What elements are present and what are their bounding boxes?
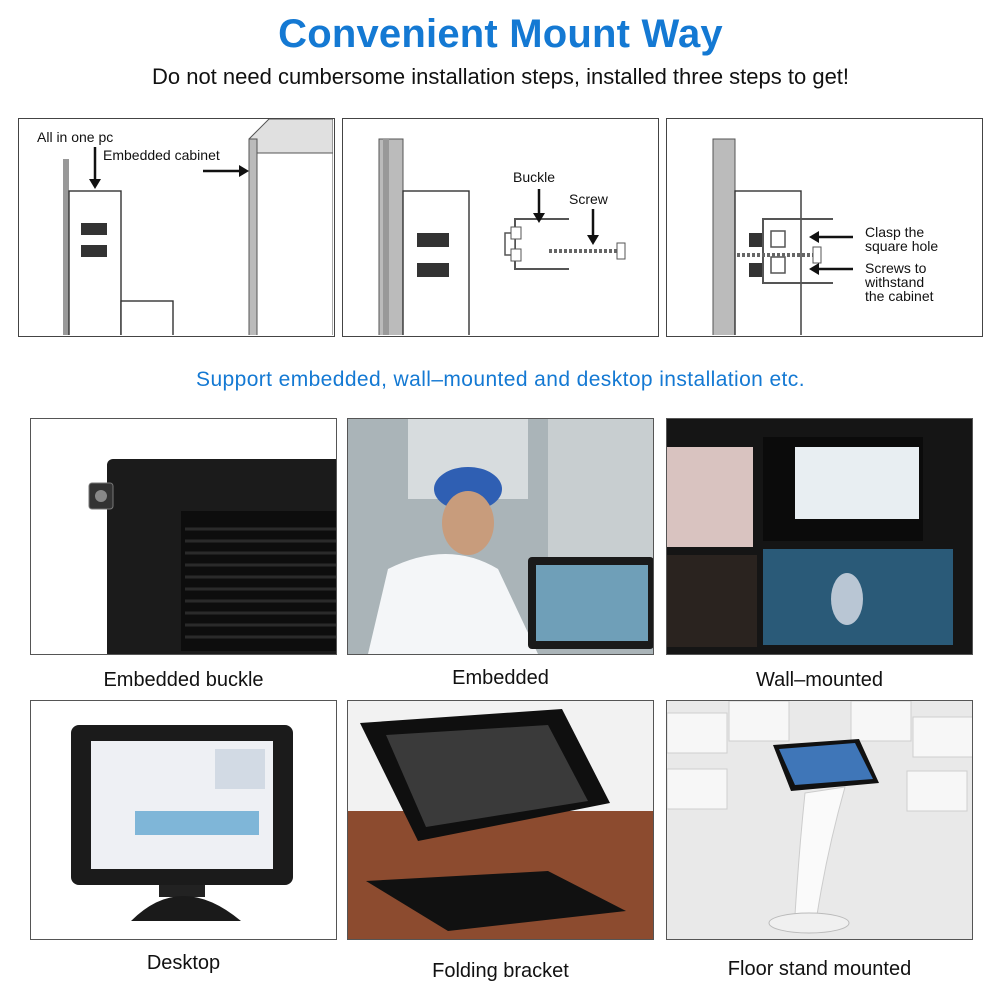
photo-folding-bracket xyxy=(347,700,654,940)
photo-wall-mounted xyxy=(666,418,973,655)
caption-embedded: Embedded xyxy=(452,667,549,689)
step3-diagram: Clasp the square hole Screws to withstan… xyxy=(666,118,983,337)
photo-floor-stand xyxy=(666,700,973,940)
page-subtitle: Do not need cumbersome installation step… xyxy=(151,64,850,89)
step1-diagram: All in one pc Embedded cabinet xyxy=(18,118,335,337)
step2-diagram: Buckle Screw xyxy=(342,118,659,337)
photo-embedded xyxy=(347,418,654,655)
label-embedded-cabinet: Embedded cabinet xyxy=(103,147,220,163)
caption-embedded-buckle: Embedded buckle xyxy=(103,669,264,691)
label-screws-withstand: Screws to withstand the cabinet xyxy=(865,260,934,304)
photo-desktop xyxy=(30,700,337,940)
label-buckle: Buckle xyxy=(513,169,556,185)
label-clasp-square-hole: Clasp the square hole xyxy=(865,224,939,254)
support-text: Support embedded, wall–mounted and deskt… xyxy=(196,368,805,391)
photo-embedded-buckle xyxy=(30,418,337,655)
caption-wall-mounted: Wall–mounted xyxy=(755,669,884,691)
page-title: Convenient Mount Way xyxy=(278,12,723,56)
caption-floor-stand: Floor stand mounted xyxy=(727,958,912,980)
caption-folding-bracket: Folding bracket xyxy=(432,960,569,982)
label-all-in-one-pc: All in one pc xyxy=(37,129,114,145)
label-screw: Screw xyxy=(569,191,608,207)
caption-desktop: Desktop xyxy=(146,952,221,974)
